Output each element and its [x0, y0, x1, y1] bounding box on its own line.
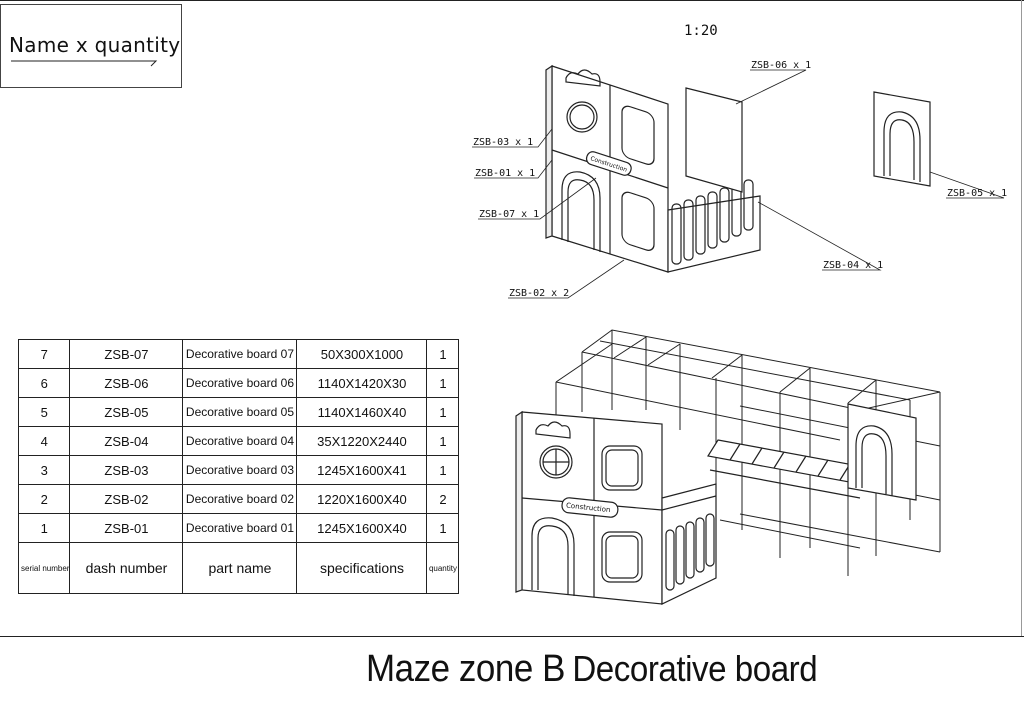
table-header-row: serial number dash number part name spec…	[17, 542, 460, 594]
table-row: 1 ZSB-01 Decorative board 01 1245X1600X4…	[17, 513, 460, 543]
part-name-cell: Decorative board 07	[182, 339, 298, 369]
title-zone: Maze zone B	[366, 648, 565, 690]
table-row: 4 ZSB-04 Decorative board 04 35X1220X244…	[17, 426, 460, 456]
quantity-cell: 1	[426, 426, 460, 456]
callout-zsb06: ZSB-06 x 1	[751, 60, 812, 71]
header-serial-number: serial number	[17, 542, 71, 594]
specifications-cell: 35X1220X2440	[296, 426, 428, 456]
header-specifications: specifications	[296, 542, 428, 594]
parts-list-table: 7 ZSB-07 Decorative board 07 50X300X1000…	[17, 339, 460, 594]
specifications-cell: 1140X1420X30	[296, 368, 428, 398]
header-quantity: quantity	[426, 542, 460, 594]
header-part-name: part name	[182, 542, 298, 594]
callout-zsb07: ZSB-07 x 1	[479, 209, 540, 220]
legend-box: Name x quantity	[0, 4, 182, 88]
title-part: Decorative board	[572, 648, 818, 689]
specifications-cell: 1140X1460X40	[296, 397, 428, 427]
legend-text: Name x quantity	[9, 33, 181, 57]
quantity-cell: 1	[426, 513, 460, 543]
callout-zsb02: ZSB-02 x 2	[509, 288, 570, 299]
frame-top-border	[0, 0, 1024, 1]
callout-zsb05: ZSB-05 x 1	[947, 188, 1008, 199]
quantity-cell: 1	[426, 368, 460, 398]
serial-cell: 7	[17, 339, 71, 369]
exploded-view: Construction	[545, 64, 931, 273]
drawing-scale: 1:20	[684, 23, 718, 39]
serial-cell: 2	[17, 484, 71, 514]
specifications-cell: 1220X1600X40	[296, 484, 428, 514]
callout-zsb04: ZSB-04 x 1	[823, 260, 884, 271]
table-row: 3 ZSB-03 Decorative board 03 1245X1600X4…	[17, 455, 460, 485]
part-name-cell: Decorative board 06	[182, 368, 298, 398]
header-dash-number: dash number	[69, 542, 184, 594]
serial-cell: 4	[17, 426, 71, 456]
table-row: 2 ZSB-02 Decorative board 02 1220X1600X4…	[17, 484, 460, 514]
part-name-cell: Decorative board 05	[182, 397, 298, 427]
frame-right-border	[1021, 0, 1022, 636]
quantity-cell: 1	[426, 455, 460, 485]
quantity-cell: 1	[426, 397, 460, 427]
part-name-cell: Decorative board 04	[182, 426, 298, 456]
specifications-cell: 1245X1600X40	[296, 513, 428, 543]
serial-cell: 3	[17, 455, 71, 485]
dash-number-cell: ZSB-01	[69, 513, 184, 543]
callout-zsb03: ZSB-03 x 1	[473, 137, 534, 148]
dash-number-cell: ZSB-02	[69, 484, 184, 514]
callout-zsb01: ZSB-01 x 1	[475, 168, 536, 179]
serial-cell: 6	[17, 368, 71, 398]
table-row: 7 ZSB-07 Decorative board 07 50X300X1000…	[17, 339, 460, 369]
assembled-view: Construction	[515, 329, 941, 605]
title-block-divider	[0, 636, 1024, 637]
quantity-cell: 2	[426, 484, 460, 514]
specifications-cell: 1245X1600X41	[296, 455, 428, 485]
quantity-cell: 1	[426, 339, 460, 369]
part-name-cell: Decorative board 02	[182, 484, 298, 514]
serial-cell: 1	[17, 513, 71, 543]
dash-number-cell: ZSB-03	[69, 455, 184, 485]
dash-number-cell: ZSB-07	[69, 339, 184, 369]
dash-number-cell: ZSB-06	[69, 368, 184, 398]
serial-cell: 5	[17, 397, 71, 427]
part-name-cell: Decorative board 01	[182, 513, 298, 543]
legend-leader-line	[11, 60, 158, 67]
part-name-cell: Decorative board 03	[182, 455, 298, 485]
callout-leaders	[472, 69, 1005, 299]
specifications-cell: 50X300X1000	[296, 339, 428, 369]
technical-drawing: Construction	[472, 64, 1005, 605]
table-row: 6 ZSB-06 Decorative board 06 1140X1420X3…	[17, 368, 460, 398]
dash-number-cell: ZSB-05	[69, 397, 184, 427]
dash-number-cell: ZSB-04	[69, 426, 184, 456]
table-row: 5 ZSB-05 Decorative board 05 1140X1460X4…	[17, 397, 460, 427]
